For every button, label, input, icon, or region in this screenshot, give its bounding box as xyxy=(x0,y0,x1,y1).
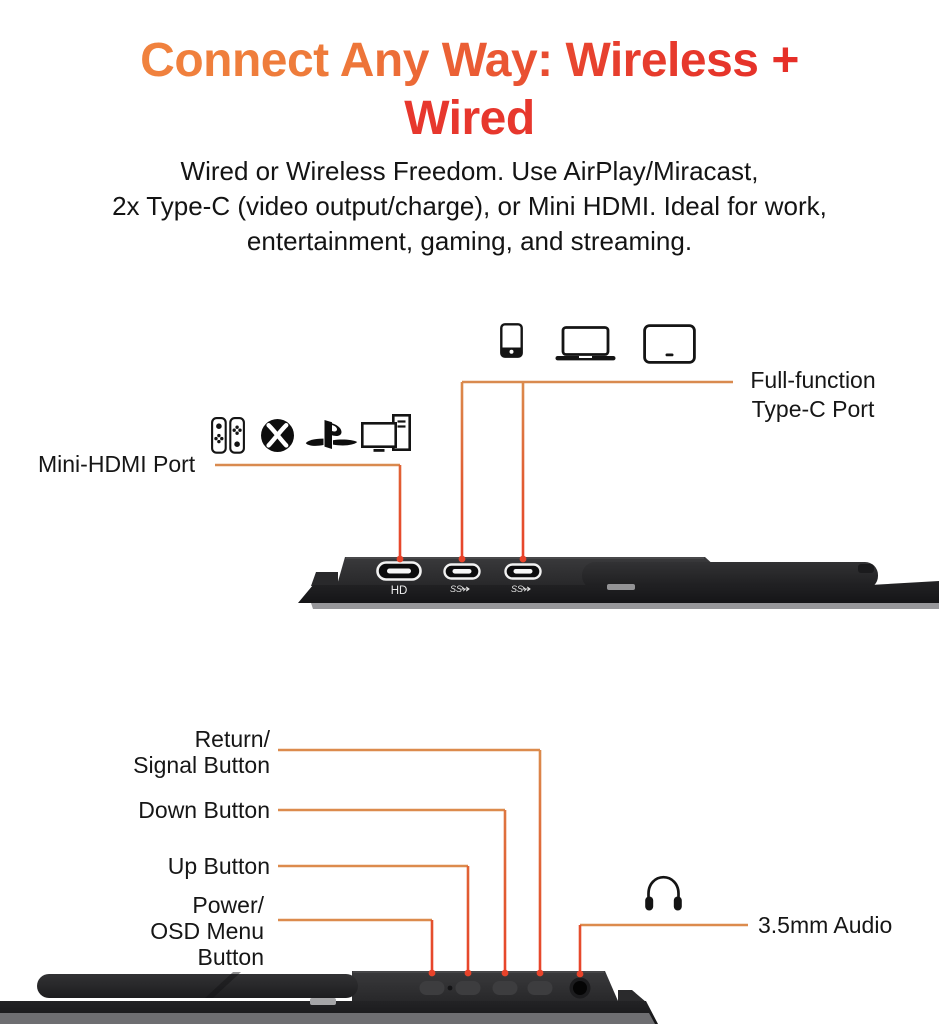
audio-jack xyxy=(569,977,591,999)
page-title: Connect Any Way: Wireless + Wired xyxy=(0,32,939,148)
title-line1: Connect Any Way: Wireless + xyxy=(140,32,799,90)
return-signal-label: Return/ Signal Button xyxy=(100,726,270,778)
leader-tip xyxy=(428,969,436,977)
usb-trident-icon-2 xyxy=(522,586,531,592)
power-osd-label: Power/ OSD Menu Button xyxy=(94,892,264,970)
up-button xyxy=(455,981,481,995)
kickstand-seam xyxy=(205,972,241,998)
audio-label: 3.5mm Audio xyxy=(758,912,893,938)
nintendo-switch-icon xyxy=(211,417,245,454)
smartphone-icon xyxy=(500,323,523,358)
headphones-icon xyxy=(643,874,684,913)
monitor-top-slab xyxy=(298,581,939,603)
kickstand-notch xyxy=(858,564,874,573)
monitor-bottom-kickstand xyxy=(37,974,358,998)
monitor-top-latch xyxy=(607,584,635,590)
usb-ss-label-1: SS xyxy=(450,584,462,594)
leader-tip xyxy=(519,555,527,563)
leader-tip xyxy=(464,969,472,977)
leader-tip xyxy=(501,969,509,977)
subtitle-line1: Wired or Wireless Freedom. Use AirPlay/M… xyxy=(180,156,759,186)
up-button-label: Up Button xyxy=(167,853,270,879)
monitor-top-side-view: HD SS SS xyxy=(298,557,939,609)
power-line2: OSD Menu Button xyxy=(150,918,264,970)
xbox-icon xyxy=(260,418,295,453)
full-function-line1: Full-function xyxy=(750,367,876,393)
laptop-icon xyxy=(555,326,616,362)
usb-ss-label-2: SS xyxy=(511,584,523,594)
leader-tip xyxy=(458,555,466,563)
down-button-label: Down Button xyxy=(138,797,270,823)
leader-tip xyxy=(536,969,544,977)
hdmi-port-label: HD xyxy=(391,585,408,597)
type-c-port-1: SS xyxy=(443,563,481,594)
full-function-type-c-label: Full-function Type-C Port xyxy=(733,366,893,424)
monitor-bottom-latch xyxy=(310,998,336,1005)
subtitle: Wired or Wireless Freedom. Use AirPlay/M… xyxy=(0,154,939,259)
subtitle-line3: entertainment, gaming, and streaming. xyxy=(246,226,693,256)
playstation-icon xyxy=(305,420,358,451)
monitor-bottom-bottom-edge xyxy=(0,1013,655,1024)
usb-trident-icon-1 xyxy=(461,586,470,592)
full-function-line2: Type-C Port xyxy=(751,396,875,422)
down-button xyxy=(492,981,518,995)
desktop-pc-icon xyxy=(361,414,412,455)
return-signal-button xyxy=(527,981,553,995)
monitor-top-kickstand xyxy=(582,562,878,589)
monitor-top-bottom-edge xyxy=(311,603,939,609)
title-line2: Wired xyxy=(404,92,535,146)
return-line1: Return/ xyxy=(194,726,270,752)
monitor-top-step xyxy=(311,572,338,586)
tablet-icon xyxy=(643,324,696,364)
type-c-port-2: SS xyxy=(504,563,542,594)
indicator-dot xyxy=(447,985,453,991)
mini-hdmi-port: HD xyxy=(376,561,422,597)
monitor-bottom-side-view xyxy=(0,971,658,1024)
monitor-bottom-notch xyxy=(618,990,646,1002)
leader-lines xyxy=(215,380,748,978)
power-line1: Power/ xyxy=(192,892,264,918)
leader-tip xyxy=(396,555,404,563)
subtitle-line2: 2x Type-C (video output/charge), or Mini… xyxy=(112,191,827,221)
power-osd-button xyxy=(419,981,445,995)
mini-hdmi-label: Mini-HDMI Port xyxy=(38,451,196,477)
monitor-bottom-deck xyxy=(352,971,618,1001)
return-line2: Signal Button xyxy=(133,752,270,778)
leader-tip xyxy=(576,970,584,978)
